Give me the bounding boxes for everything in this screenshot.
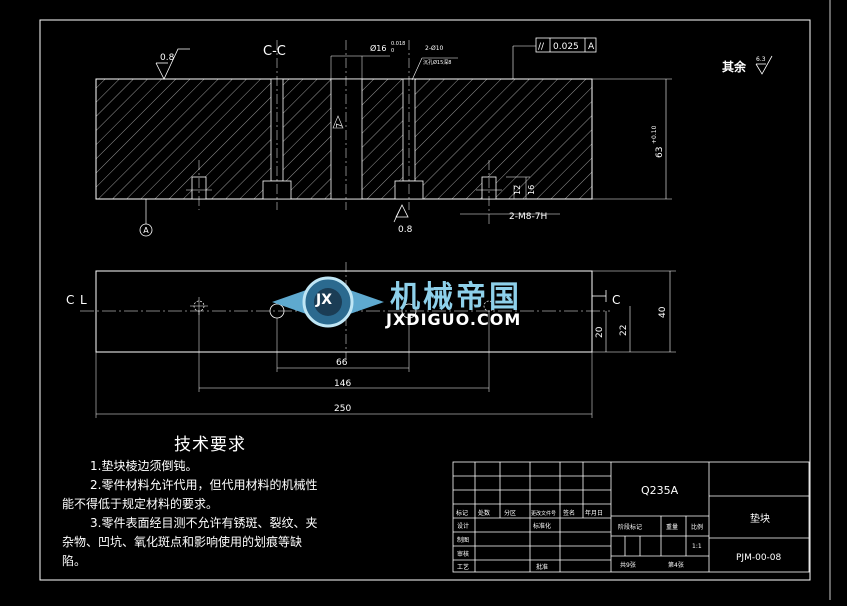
hole-note-1: 2-Ø10 — [425, 45, 444, 52]
dim-146: 146 — [334, 379, 351, 389]
dim-250: 250 — [334, 404, 351, 414]
tech-line: 1.垫块棱边须倒钝。 — [90, 459, 198, 473]
title-block-text: Q235A 垫块 PJM-00-08 1:1 共9张 第4张 阶段标记 重量 比… — [456, 484, 782, 571]
thread-note: 2-M8-7H — [509, 212, 547, 222]
watermark-logo-text: JX — [316, 292, 333, 308]
technical-requirements: 技术要求 1.垫块棱边须倒钝。 2.零件材料允许代用，但代用材料的机械性 能不得… — [62, 435, 384, 571]
standardize-label: 标准化 — [533, 522, 551, 530]
roughness-bottom-value: 0.8 — [398, 225, 413, 235]
dim-22: 22 — [619, 325, 629, 336]
weight-label: 重量 — [666, 523, 678, 531]
tech-line: 3.零件表面经目测不允许有锈斑、裂纹、夹 — [90, 516, 318, 530]
parallelism-value: 0.025 — [553, 42, 579, 52]
thread-depth-dim: 16 — [527, 185, 536, 195]
row-label-1: 处数 — [478, 509, 490, 517]
roughness-left-value: 0.8 — [160, 53, 175, 63]
dim-66: 66 — [336, 358, 348, 368]
roughness-other-label: 其余 — [722, 59, 747, 74]
row-label-0: 标记 — [456, 509, 468, 517]
left-label-0: 设计 — [457, 522, 469, 530]
row-label-3: 更改文件号 — [531, 510, 556, 517]
tech-line: 陷。 — [62, 554, 87, 568]
watermark-logo-icon — [272, 276, 384, 328]
tech-line: 能不得低于规定材料的要求。 — [62, 497, 219, 511]
parallelism-symbol: // — [538, 42, 545, 52]
sheets-total: 共9张 — [620, 561, 636, 569]
row-label-2: 分区 — [504, 509, 516, 517]
height-dimension: 63 — [655, 147, 665, 158]
ratio-label: 比例 — [691, 523, 703, 531]
section-view: A 63 +0.10 16 12 2-M8-7H 7 C-C Ø16 0.018… — [95, 37, 773, 237]
row-label-5: 年月日 — [585, 509, 603, 517]
stage-mark: 阶段标记 — [618, 523, 642, 531]
tolerance-frame — [535, 37, 597, 53]
sheet-number: 第4张 — [668, 561, 684, 569]
datum-ref: A — [588, 42, 595, 52]
height-tolerance: +0.10 — [651, 125, 658, 144]
hole-center-dowel — [330, 78, 363, 200]
material: Q235A — [641, 484, 679, 497]
watermark-title: 机械帝国 — [390, 280, 522, 315]
watermark: JX 机械帝国 JXDIGUO.COM — [268, 266, 578, 338]
left-label-3: 工艺 — [457, 563, 469, 571]
section-label: C-C — [263, 44, 286, 59]
thread-depth-dim-2: 12 — [513, 185, 522, 195]
roughness-symbol-left — [155, 48, 190, 80]
left-label-1: 制图 — [457, 536, 469, 544]
top-view-outline — [95, 270, 593, 353]
dowel-tol-up: 0.018 — [391, 41, 405, 47]
section-mark-left: C — [66, 293, 74, 307]
tech-line: 2.零件材料允许代用，但代用材料的机械性 — [90, 478, 318, 492]
dim-20: 20 — [595, 326, 605, 338]
watermark-url: JXDIGUO.COM — [386, 310, 522, 329]
datum-label-bottom: A — [143, 226, 149, 235]
left-label-2: 审核 — [457, 550, 469, 558]
tech-title: 技术要求 — [174, 435, 246, 455]
hole-note-2: 沉孔Ø15深8 — [423, 59, 451, 66]
dowel-diameter: Ø16 — [370, 43, 386, 53]
section-mark-right: C — [612, 293, 620, 307]
roughness-symbol-other — [755, 55, 773, 75]
top-view: C L C 66 146 250 40 20 22 — [66, 262, 676, 418]
part-name: 垫块 — [750, 512, 770, 525]
roughness-other-value: 6.3 — [756, 56, 766, 63]
roughness-symbol-bottom — [393, 204, 409, 223]
datum-marker-bottom — [139, 223, 153, 237]
dim-40: 40 — [658, 306, 668, 318]
drawing-border — [39, 19, 811, 581]
tech-line: 杂物、凹坑、氧化斑点和影响使用的划痕等缺 — [62, 535, 303, 549]
centerline-mark-left: L — [80, 293, 87, 307]
row-label-4: 签名 — [563, 509, 575, 517]
approve-label: 批准 — [536, 563, 548, 571]
scale-value: 1:1 — [692, 543, 702, 550]
dowel-depth-dim: 7 — [335, 123, 344, 128]
title-block — [452, 461, 810, 573]
drawing-number: PJM-00-08 — [736, 553, 782, 563]
dowel-tol-low: 0 — [391, 48, 394, 54]
